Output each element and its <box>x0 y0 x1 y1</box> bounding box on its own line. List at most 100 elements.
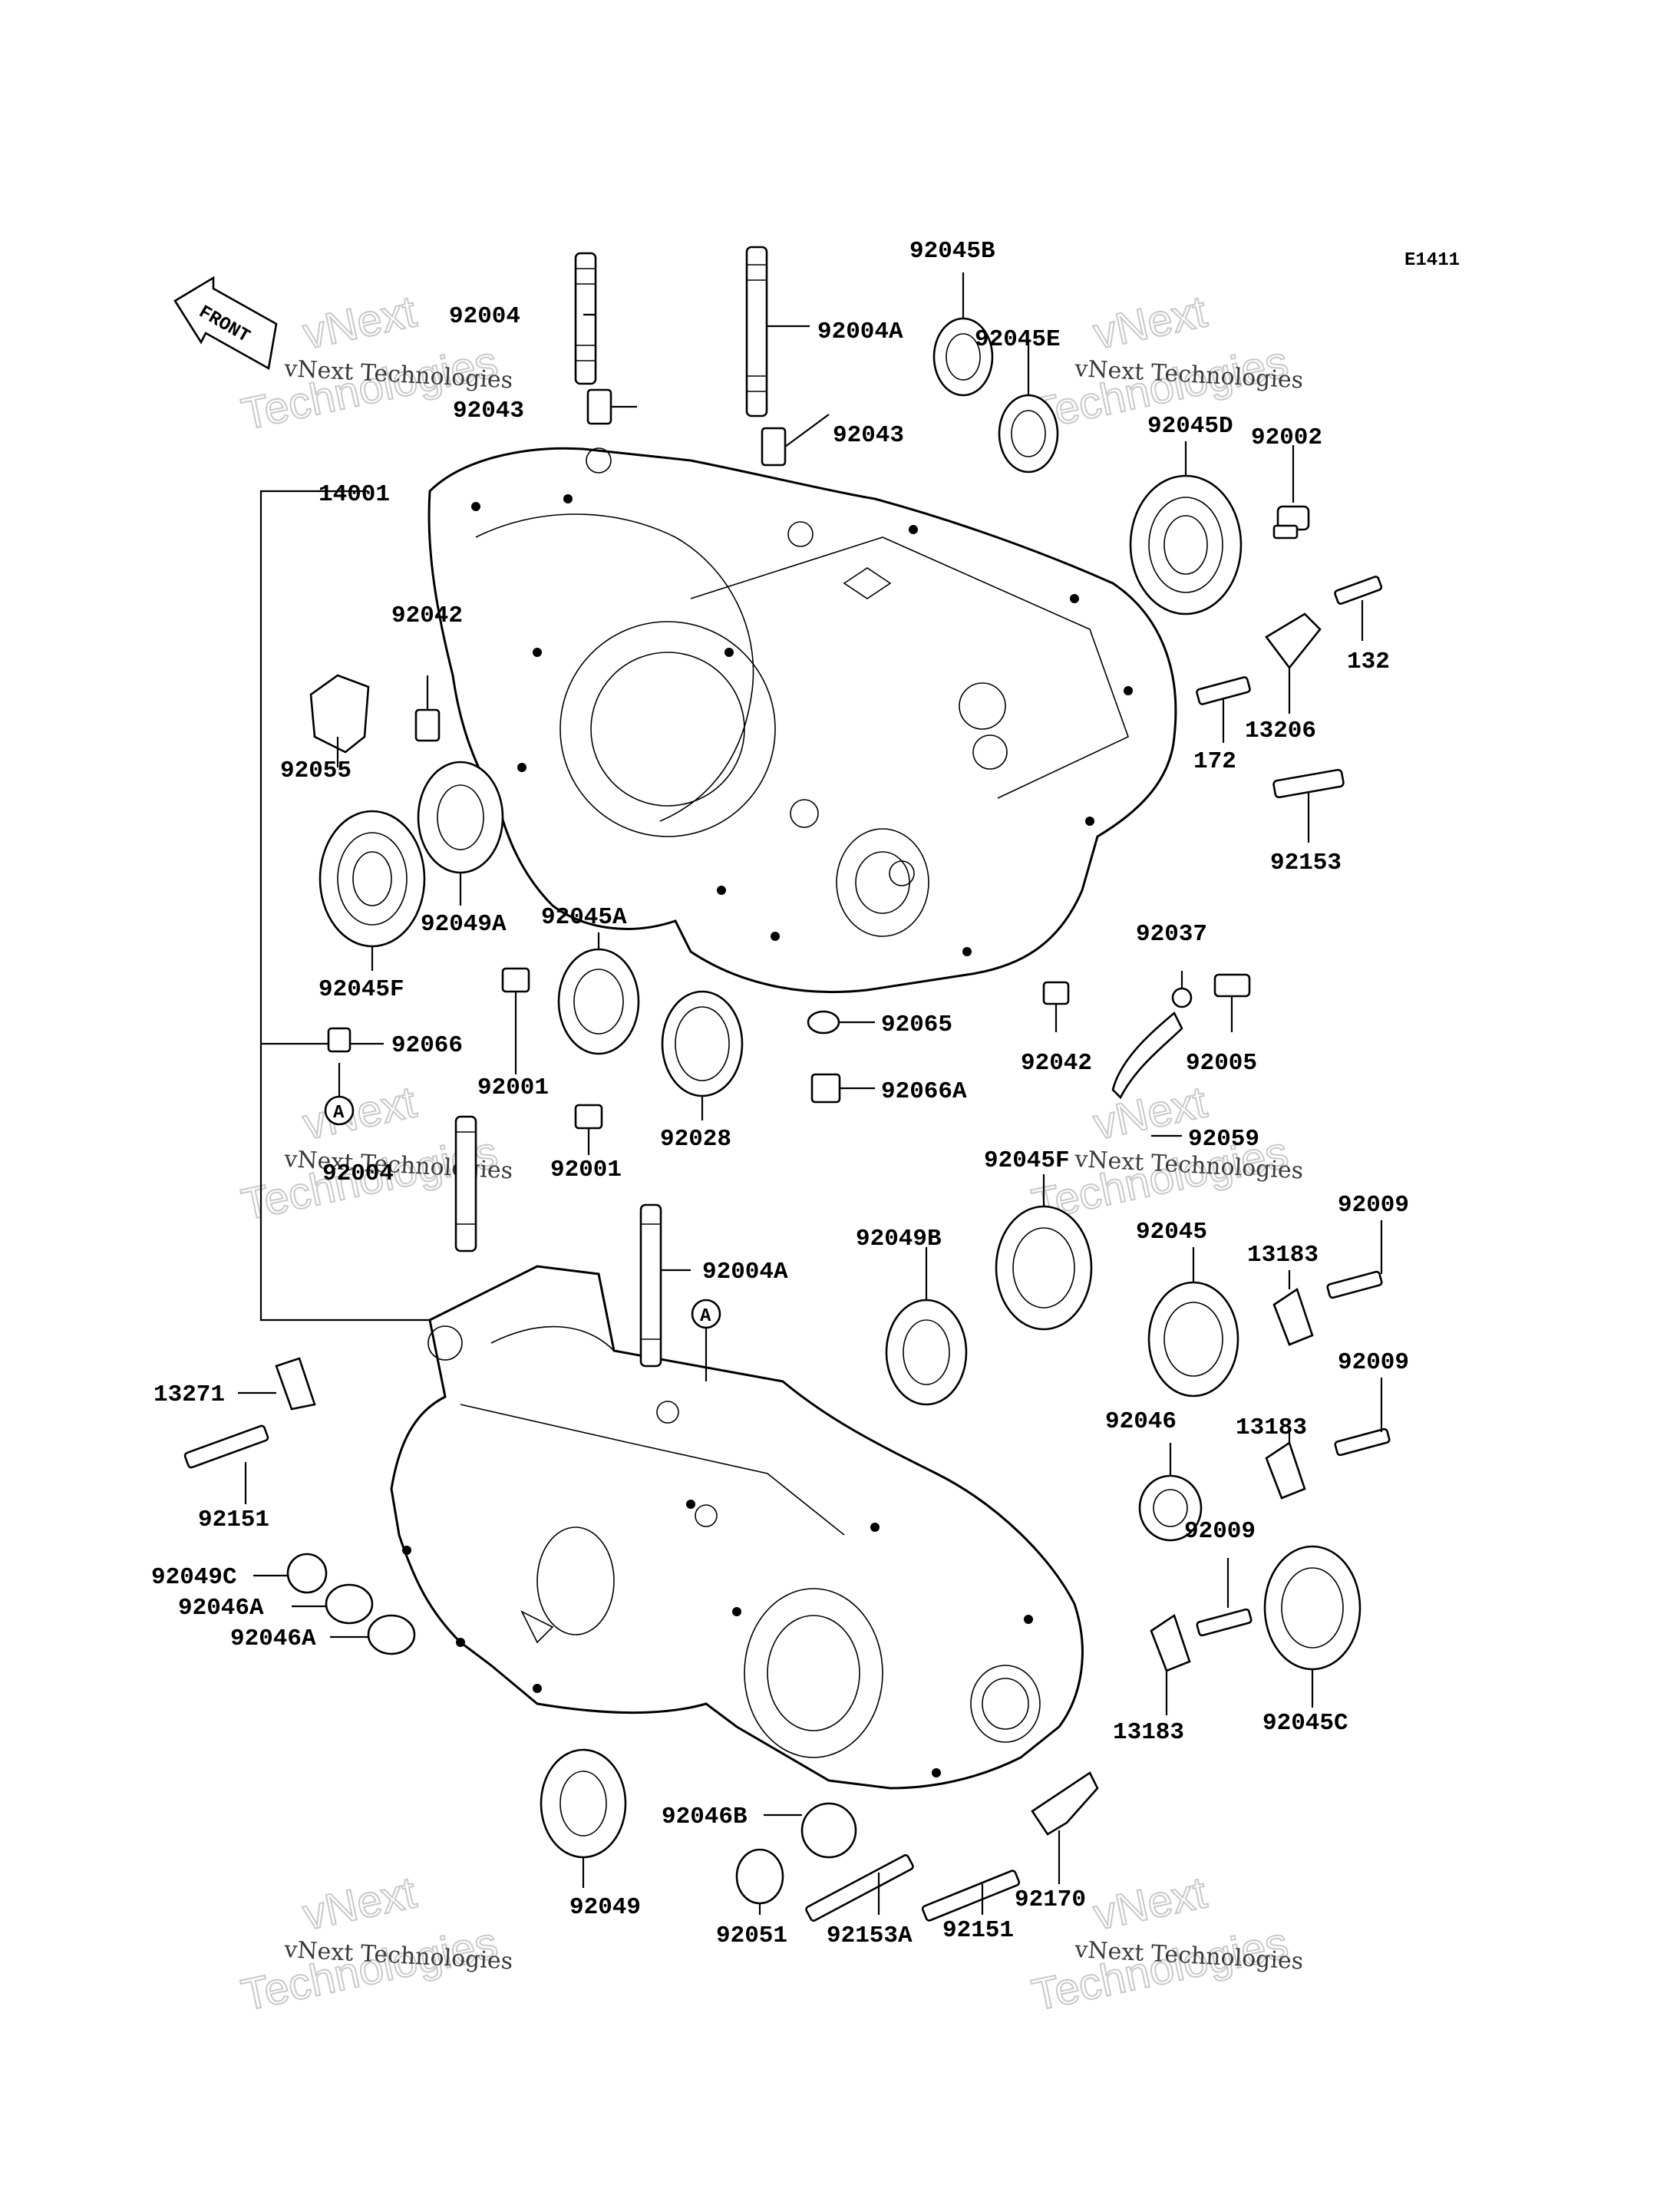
label-92045C: 92045C <box>1262 1710 1348 1737</box>
stud-92004-top <box>574 252 597 385</box>
label-92004-low: 92004 <box>322 1160 394 1187</box>
oil-seal-92049C <box>286 1553 328 1594</box>
label-92009-a: 92009 <box>1338 1192 1409 1219</box>
label-14001: 14001 <box>319 481 390 508</box>
screw-92009-b <box>1334 1427 1391 1457</box>
plate-13183-a <box>1272 1287 1314 1346</box>
upper-crankcase-half <box>427 447 1177 994</box>
collar-92028 <box>661 990 744 1097</box>
lower-crankcase-half <box>390 1265 1084 1790</box>
label-92170: 92170 <box>1015 1886 1086 1913</box>
label-92002: 92002 <box>1251 424 1322 451</box>
dowel-92043-left <box>586 388 612 425</box>
svg-text:vNext: vNext <box>1089 1867 1211 1939</box>
label-92065: 92065 <box>881 1012 952 1038</box>
plate-13183-b <box>1265 1441 1306 1500</box>
label-13183-b: 13183 <box>1236 1414 1307 1441</box>
label-13271: 13271 <box>153 1381 225 1408</box>
label-92043-left: 92043 <box>453 398 524 424</box>
label-92037: 92037 <box>1136 921 1207 948</box>
stud-92004-low <box>454 1115 477 1252</box>
label-92049B: 92049B <box>856 1226 942 1252</box>
label-92046A-b: 92046A <box>230 1625 316 1652</box>
bolt-92001-b <box>574 1104 603 1130</box>
label-92005: 92005 <box>1186 1050 1257 1077</box>
label-92009-c: 92009 <box>1184 1518 1256 1545</box>
label-92045: 92045 <box>1136 1219 1207 1246</box>
plate-13183-c <box>1150 1613 1191 1672</box>
bearing-92045A <box>557 948 640 1055</box>
label-92045A: 92045A <box>541 904 627 931</box>
label-92004-top: 92004 <box>449 303 520 330</box>
label-92066A: 92066A <box>881 1078 967 1105</box>
label-132: 132 <box>1347 649 1390 675</box>
screw-92009-c <box>1196 1608 1253 1637</box>
label-92045F-top: 92045F <box>319 976 404 1003</box>
dowel-92042-mid <box>1042 981 1070 1005</box>
oring-92037 <box>1171 987 1193 1008</box>
front-arrow-icon: FRONT <box>173 276 278 371</box>
label-92151-bottom: 92151 <box>942 1917 1014 1944</box>
needle-bearing-92046A-b <box>367 1614 416 1655</box>
label-92055: 92055 <box>280 757 352 784</box>
label-92151-left: 92151 <box>198 1507 269 1533</box>
bolt-92151-left <box>183 1424 269 1469</box>
label-13206: 13206 <box>1245 718 1316 744</box>
plug-92066A <box>810 1073 841 1104</box>
bolt-92001-a <box>501 967 530 993</box>
bearing-92045D <box>1129 474 1243 616</box>
reference-marker-a-lower: A <box>691 1299 721 1329</box>
reference-marker-a-upper: A <box>324 1095 355 1126</box>
bearing-92045F-top <box>319 810 426 948</box>
label-92042-top: 92042 <box>391 602 463 629</box>
bolt-132 <box>1334 576 1383 605</box>
plate-13271 <box>275 1357 316 1411</box>
label-92153: 92153 <box>1270 850 1342 876</box>
label-92049A: 92049A <box>421 911 507 938</box>
bearing-92045E <box>998 394 1059 474</box>
gasket-92055 <box>309 674 370 754</box>
label-13183-a: 13183 <box>1247 1242 1319 1269</box>
label-92153A: 92153A <box>827 1922 913 1949</box>
svg-text:A: A <box>700 1306 711 1327</box>
label-92009-b: 92009 <box>1338 1349 1409 1376</box>
label-92045F-mid: 92045F <box>984 1147 1070 1174</box>
label-92028: 92028 <box>660 1126 731 1153</box>
diagram-code: E1411 <box>1404 250 1460 271</box>
label-172: 172 <box>1193 748 1236 775</box>
hose-92059 <box>1111 1011 1183 1100</box>
dowel-92042-top <box>414 708 441 742</box>
svg-text:A: A <box>333 1103 345 1124</box>
label-92046A-a: 92046A <box>178 1595 264 1622</box>
svg-text:vNext: vNext <box>1089 286 1211 358</box>
svg-text:vNext: vNext <box>299 286 421 358</box>
dowel-92066 <box>327 1027 352 1053</box>
label-92051: 92051 <box>716 1922 787 1949</box>
fitting-92153 <box>1272 768 1345 799</box>
washer-92065 <box>807 1010 840 1035</box>
bearing-92045C <box>1263 1545 1361 1671</box>
label-92045B: 92045B <box>909 238 995 265</box>
label-92043-right: 92043 <box>833 422 904 449</box>
label-92046: 92046 <box>1105 1408 1177 1435</box>
label-92046B: 92046B <box>662 1804 748 1830</box>
bolt-92153A <box>805 1854 914 1922</box>
label-92045E: 92045E <box>975 326 1061 353</box>
watermark-bottom-left: vNext Technologies vNext Technologies <box>236 1866 513 2021</box>
bolt-92002 <box>1272 505 1310 540</box>
bearing-92045F-mid <box>995 1205 1093 1331</box>
bearing-92045 <box>1147 1281 1239 1398</box>
needle-bearing-92046B <box>800 1802 857 1859</box>
oil-seal-92049A <box>417 761 504 874</box>
bolt-92151-bottom <box>921 1870 1021 1922</box>
stud-172 <box>1196 676 1251 705</box>
svg-text:vNext: vNext <box>299 1867 421 1939</box>
fitting-92005 <box>1213 973 1251 998</box>
oil-seal-92049B <box>885 1299 968 1406</box>
screw-92009-a <box>1326 1270 1383 1299</box>
label-92045D: 92045D <box>1147 413 1233 440</box>
label-92001-b: 92001 <box>550 1157 622 1183</box>
label-13183-c: 13183 <box>1113 1719 1184 1746</box>
label-92042-mid: 92042 <box>1021 1050 1092 1077</box>
